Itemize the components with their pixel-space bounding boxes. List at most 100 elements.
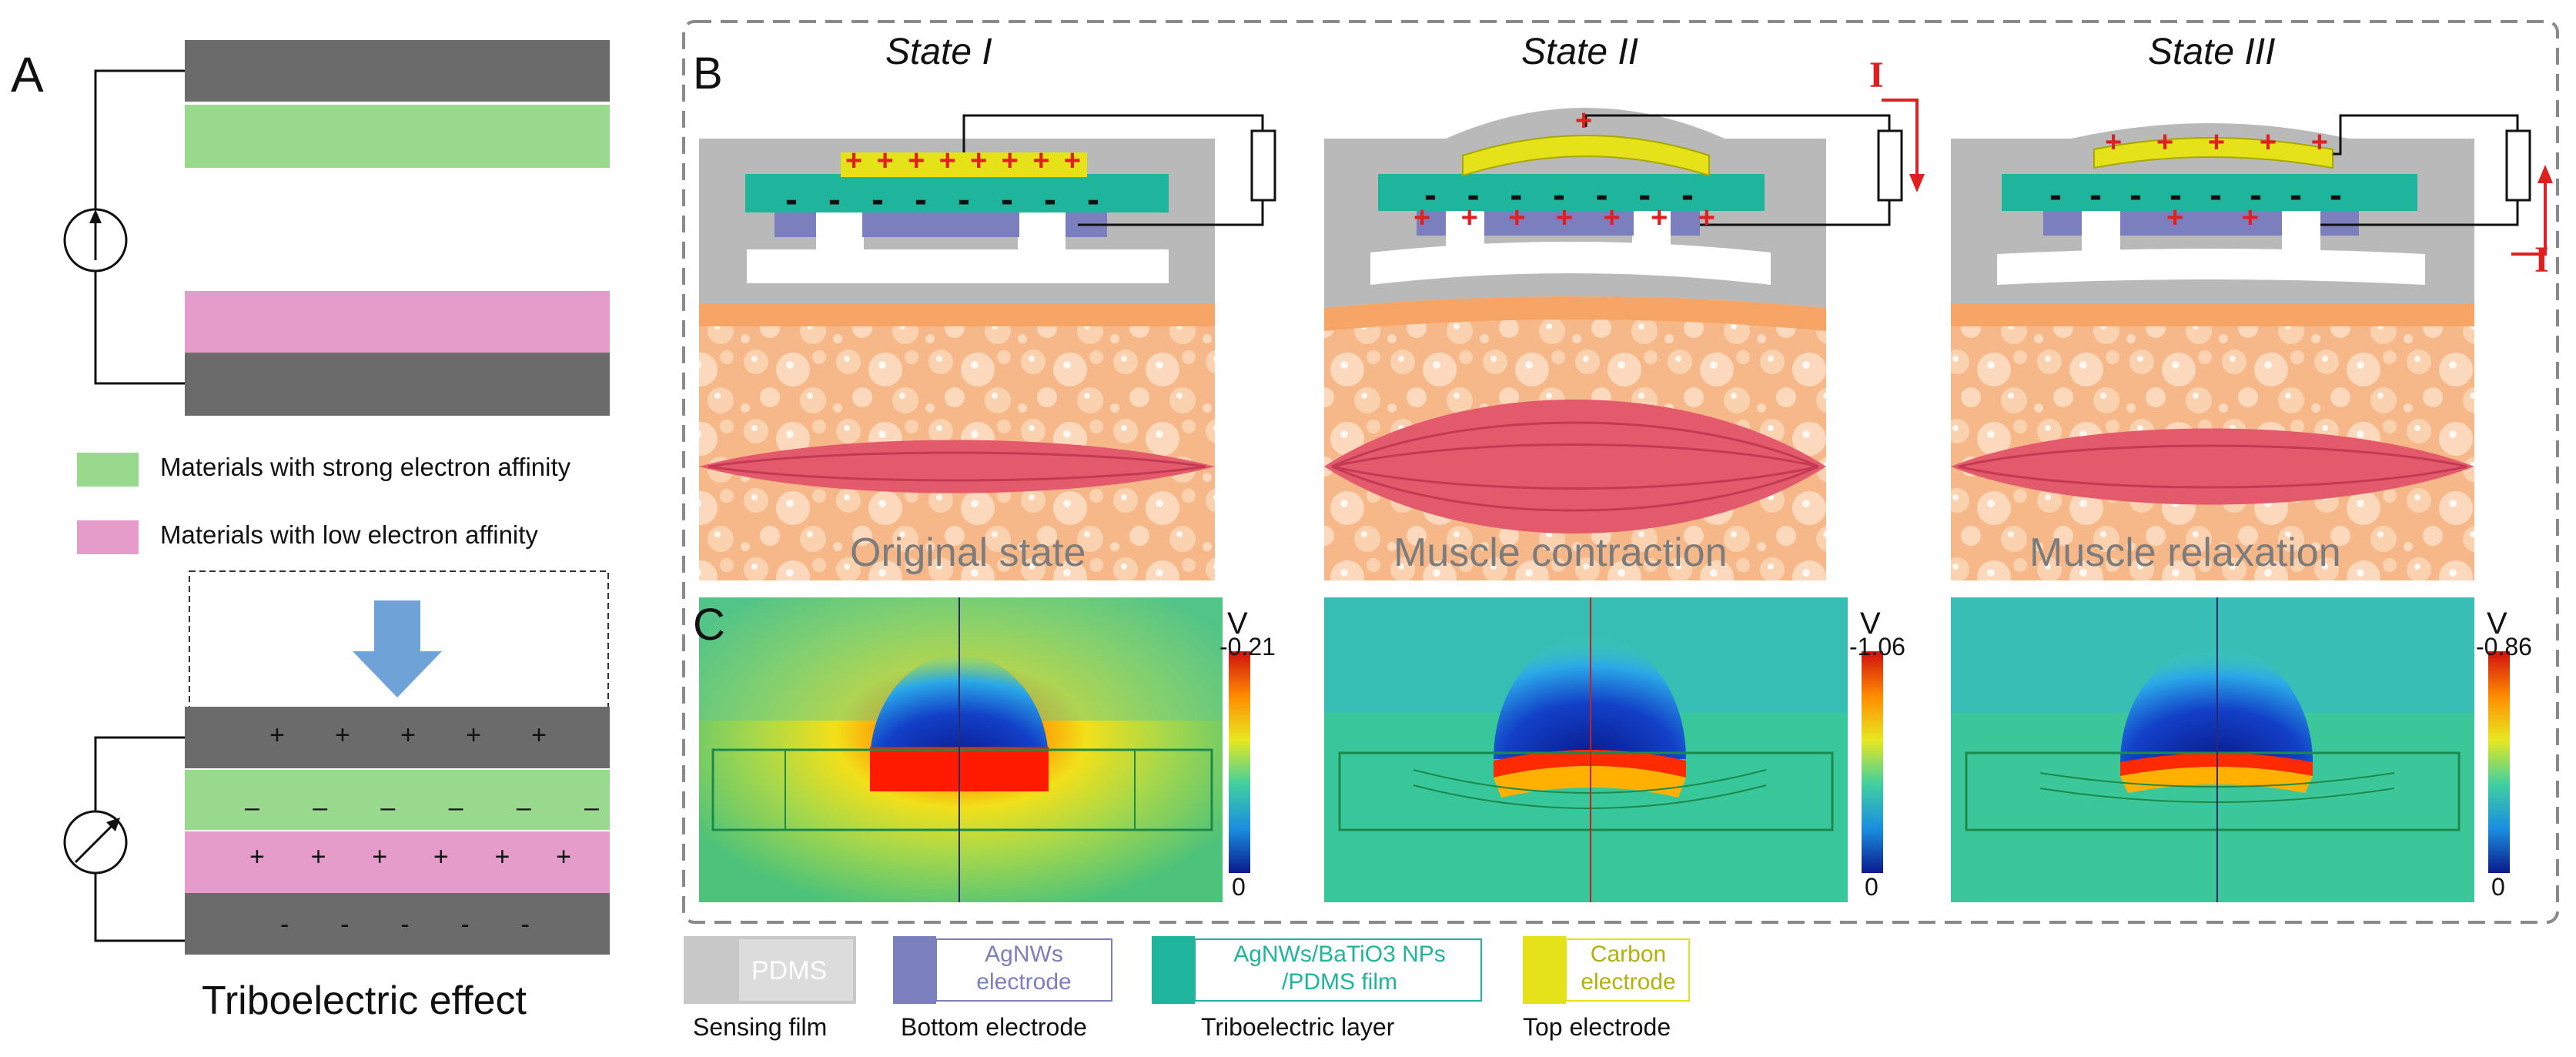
- pink-plus-charges: ++++++: [249, 842, 571, 872]
- state-3-caption: Muscle relaxation: [2029, 530, 2341, 575]
- colorbar-3-max: -0.86: [2476, 633, 2532, 661]
- plus-mark: +: [433, 842, 449, 871]
- top-electrode-plate: [185, 40, 610, 102]
- current-arrow-icon: [2511, 177, 2547, 256]
- plus-mark: +: [876, 145, 894, 177]
- minus-mark: -: [958, 179, 970, 220]
- minus-mark: -: [2330, 175, 2342, 216]
- plus-mark: +: [2310, 126, 2328, 159]
- legend-swatch-strong: [77, 453, 139, 487]
- state-1-title: State I: [885, 32, 992, 72]
- carbon-electrode-relaxing: [2093, 137, 2333, 169]
- contact-strong-layer: [185, 770, 610, 830]
- minus-mark: -: [1681, 175, 1694, 216]
- low-affinity-layer: [185, 291, 610, 353]
- plus-mark: +: [2166, 202, 2184, 234]
- panel-a: [63, 40, 610, 955]
- load-resistor-icon: [2505, 129, 2531, 202]
- caption-sensing-film: Sensing film: [693, 1013, 828, 1041]
- minus-mark: -: [2129, 175, 2142, 216]
- minus-mark: –: [584, 793, 599, 822]
- plus-mark: +: [1460, 202, 1478, 234]
- plus-mark: +: [1603, 202, 1621, 234]
- plus-mark: +: [249, 842, 265, 871]
- bottom-electrode-plate: [185, 353, 610, 416]
- plus-mark: +: [494, 842, 510, 871]
- current-arrow-icon: [1882, 99, 1919, 180]
- minus-mark: -: [1467, 175, 1480, 216]
- minus-mark: -: [915, 179, 927, 220]
- minus-mark: –: [245, 793, 259, 822]
- swatch-agnws-text: AgNWs electrode: [976, 942, 1072, 995]
- state-2-minus: -------: [1424, 174, 1694, 216]
- minus-mark: -: [2290, 175, 2302, 216]
- minus-mark: -: [1424, 175, 1437, 216]
- panel-a-label: A: [11, 47, 44, 102]
- plus-mark: +: [1555, 202, 1574, 234]
- muscle-relaxed: [699, 440, 1215, 493]
- state-3-top-plus: +++++: [2105, 126, 2328, 159]
- top-plus-charges: +++++: [269, 721, 547, 751]
- plus-mark: +: [908, 145, 925, 177]
- contact-bottom-electrode: [185, 893, 610, 955]
- minus-mark: -: [1595, 175, 1608, 216]
- plus-mark: +: [1032, 145, 1050, 177]
- swatch-carbon-text: Carbon electrode: [1581, 942, 1676, 995]
- plus-mark: +: [531, 721, 547, 750]
- plus-mark: +: [466, 721, 481, 750]
- minus-mark: -: [828, 179, 841, 220]
- plus-mark: +: [1698, 202, 1715, 234]
- plus-mark: +: [938, 145, 956, 177]
- minus-mark: -: [400, 910, 410, 939]
- minus-mark: -: [1510, 175, 1523, 216]
- swatch-tribo: [1152, 936, 1195, 1004]
- colorbar-1-max: -0.21: [1219, 633, 1276, 661]
- swatch-tribo-text: AgNWs/BaTiO3 NPs /PDMS film: [1233, 942, 1446, 995]
- colorbar-2-max: -1.06: [1849, 633, 1905, 661]
- colorbar-2-min: 0: [1865, 873, 1878, 901]
- state-2-title: State II: [1521, 32, 1639, 72]
- colorbar-3-unit: V: [2487, 607, 2507, 641]
- load-resistor-icon: [1877, 129, 1903, 202]
- plus-mark: +: [400, 721, 416, 750]
- carbon-electrode-bent: [1462, 135, 1710, 177]
- state-2-top-plus: +: [1575, 105, 1593, 137]
- minus-mark: -: [2089, 175, 2102, 216]
- swatch-pdms-text: PDMS: [751, 956, 828, 985]
- panel-a-caption: Triboelectric effect: [202, 978, 527, 1023]
- muscle-relaxing: [1951, 428, 2474, 505]
- plus-mark: +: [335, 721, 350, 750]
- colorbar-1-unit: V: [1227, 607, 1248, 641]
- state-2-device: [1324, 99, 1925, 580]
- minus-mark: -: [2210, 175, 2222, 216]
- minus-mark: -: [1638, 175, 1651, 216]
- caption-bottom-electrode: Bottom electrode: [901, 1013, 1087, 1041]
- minus-mark: -: [1552, 175, 1565, 216]
- minus-mark: -: [340, 910, 350, 939]
- plus-mark: +: [556, 842, 571, 871]
- minus-mark: –: [313, 793, 328, 822]
- state-1-caption: Original state: [850, 530, 1086, 575]
- colorbar-1-min: 0: [1232, 873, 1246, 901]
- minus-mark: -: [280, 910, 289, 939]
- plus-mark: +: [2105, 126, 2123, 159]
- plus-mark: +: [1001, 145, 1019, 177]
- state-1-device: [699, 114, 1276, 580]
- minus-mark: –: [448, 793, 463, 822]
- minus-mark: -: [785, 179, 798, 220]
- circuit-wire-bottom: [94, 271, 185, 385]
- colorbar-2-unit: V: [1860, 607, 1881, 641]
- legend-swatch-low: [77, 520, 139, 554]
- field-map-2: [1324, 597, 1883, 902]
- field-map-3: [1951, 597, 2510, 902]
- legend-strong-label: Materials with strong electron affinity: [160, 453, 571, 481]
- contact-low-layer: [185, 831, 610, 893]
- circuit-wire-top: [94, 69, 185, 209]
- panel-bc-frame: [682, 20, 2559, 924]
- state-1-minus: --------: [785, 179, 1099, 221]
- state-1-top-plus: ++++++++: [845, 145, 1081, 178]
- minus-mark: -: [1001, 179, 1013, 220]
- minus-mark: -: [460, 910, 470, 939]
- caption-top-electrode: Top electrode: [1523, 1013, 1671, 1041]
- caption-triboelectric-layer: Triboelectric layer: [1201, 1013, 1395, 1041]
